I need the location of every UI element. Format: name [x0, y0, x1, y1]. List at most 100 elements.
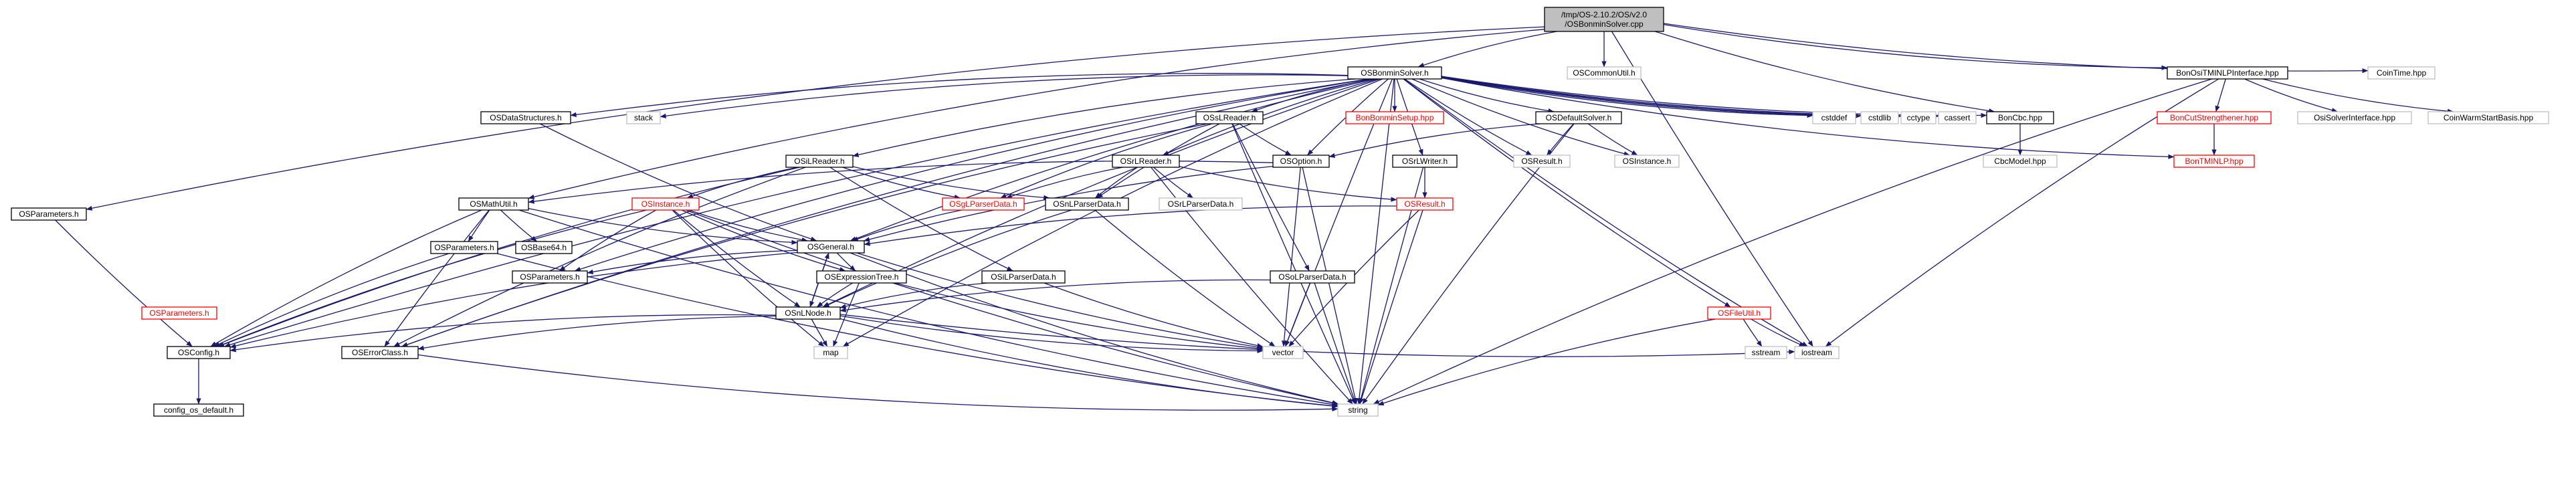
node-cstddef[interactable]: cstddef — [1812, 111, 1856, 124]
node-osresult_gray[interactable]: OSResult.h — [1513, 155, 1571, 168]
node-label: OSrLWriter.h — [1402, 157, 1448, 166]
node-label: BonTMINLP.hpp — [2185, 157, 2243, 166]
node-label: config_os_default.h — [164, 405, 233, 415]
edge-osilreader-to-osilparserdata — [829, 167, 1013, 272]
edge-osresult-to-osgeneral — [864, 205, 1397, 246]
edge-root-to-osparams_left — [86, 26, 1545, 211]
edge-osinstance-to-osconfig — [217, 209, 647, 347]
edge-bonminsolver-to-osfileutil — [1403, 78, 1731, 308]
node-osfileutil[interactable]: OSFileUtil.h — [1707, 306, 1771, 320]
node-label: BonCutStrengthener.hpp — [2170, 113, 2258, 122]
node-osgeneral[interactable]: OSGeneral.h — [797, 240, 865, 254]
node-osglparserdata[interactable]: OSgLParserData.h — [942, 197, 1025, 211]
node-box — [1337, 403, 1379, 417]
node-bonminsolver[interactable]: OSBonminSolver.h — [1347, 66, 1442, 80]
edge-osilreader-to-osnlparserdata — [852, 166, 1050, 200]
edge-bonminsolver-to-osnlnode — [822, 78, 1381, 308]
node-box — [1535, 111, 1622, 124]
node-osinstance[interactable]: OSInstance.h — [631, 197, 700, 211]
node-box — [2297, 111, 2412, 124]
node-osparameters_h[interactable]: OSParameters.h — [430, 241, 498, 254]
node-cbcmodel[interactable]: CbcModel.hpp — [1983, 155, 2058, 168]
node-osilreader[interactable]: OSiLReader.h — [785, 155, 854, 168]
node-box — [1112, 155, 1180, 168]
node-osmathutil[interactable]: OSMathUtil.h — [458, 197, 529, 211]
node-box — [2173, 155, 2255, 168]
edge-ososlparserdata-to-vector — [1284, 282, 1311, 347]
node-osoption[interactable]: OSOption.h — [1272, 155, 1330, 168]
node-osconfig[interactable]: OSConfig.h — [167, 346, 231, 359]
node-osbase64[interactable]: OSBase64.h — [515, 241, 573, 254]
node-map[interactable]: map — [813, 346, 848, 359]
node-cctype[interactable]: cctype — [1900, 111, 1937, 124]
node-oserrorclass[interactable]: OSErrorClass.h — [341, 346, 419, 359]
node-box — [1812, 111, 1856, 124]
node-string[interactable]: string — [1337, 403, 1379, 417]
node-box — [1983, 155, 2058, 168]
edge-osdatastructures-to-osgeneral — [540, 123, 817, 241]
edge-osslreader-to-osoption — [1239, 123, 1292, 156]
node-label: cassert — [1945, 113, 1971, 122]
node-box — [1045, 197, 1129, 211]
node-osparams_mid[interactable]: OSParameters.h — [512, 270, 588, 284]
node-boncbc[interactable]: BonCbc.hpp — [1986, 111, 2054, 124]
node-bonminsetup[interactable]: BonBonminSetup.hpp — [1345, 111, 1444, 124]
edge-bonminsolver-to-cstddef — [1441, 77, 1813, 118]
node-box — [153, 403, 244, 417]
node-box — [2167, 66, 2288, 80]
node-bontminlp[interactable]: BonTMINLP.hpp — [2173, 155, 2255, 168]
node-osnlnode[interactable]: OSnLNode.h — [775, 306, 841, 320]
node-stack[interactable]: stack — [626, 111, 661, 124]
node-osrlwriter[interactable]: OSrLWriter.h — [1392, 155, 1458, 168]
node-osrlparserdata[interactable]: OSrLParserData.h — [1159, 197, 1243, 211]
node-root[interactable]: /tmp/OS-2.10.2/OS/v2.0/OSBonminSolver.cp… — [1544, 7, 1664, 32]
edge-osexpressiontree-to-vector — [895, 282, 1264, 351]
node-osexpressiontree[interactable]: OSExpressionTree.h — [816, 270, 907, 284]
node-osrlreader[interactable]: OSrLReader.h — [1112, 155, 1180, 168]
edge-bonositmi-to-boncutstr — [2215, 78, 2226, 112]
node-iostream[interactable]: iostream — [1794, 346, 1840, 359]
node-label: OSInstance.h — [1623, 157, 1672, 166]
node-label: OsiSolverInterface.hpp — [2314, 113, 2395, 122]
edge-bonminsolver-to-cctype — [1441, 76, 1902, 119]
node-boncutstr[interactable]: BonCutStrengthener.hpp — [2157, 111, 2272, 124]
node-osparams_left[interactable]: OSParameters.h — [11, 207, 87, 221]
node-cstdlib[interactable]: cstdlib — [1860, 111, 1899, 124]
node-osslreader[interactable]: OSsLReader.h — [1195, 111, 1264, 124]
node-box — [512, 270, 588, 284]
edge-osilreader-to-osconfig — [217, 167, 800, 347]
node-config_os_default[interactable]: config_os_default.h — [153, 403, 244, 417]
node-cointime[interactable]: CoinTime.hpp — [2367, 66, 2436, 80]
edge-osgeneral-to-osexpressiontree — [836, 252, 856, 272]
node-osparams_red[interactable]: OSParameters.h — [141, 306, 217, 320]
edge-osilreader-to-osglparserdata — [842, 167, 961, 200]
node-sstream[interactable]: sstream — [1745, 346, 1787, 359]
node-osisolverif[interactable]: OsiSolverInterface.hpp — [2297, 111, 2412, 124]
node-cassert[interactable]: cassert — [1938, 111, 1977, 124]
node-osinstance_gray[interactable]: OSInstance.h — [1614, 155, 1680, 168]
node-bonositmi[interactable]: BonOsiTMINLPInterface.hpp — [2167, 66, 2288, 80]
edge-osnlnode-to-osconfig — [229, 314, 777, 353]
node-box — [141, 306, 217, 320]
node-box — [1347, 66, 1442, 80]
node-commonutil[interactable]: OSCommonUtil.h — [1567, 66, 1642, 80]
edge-osparams_left-to-osconfig — [55, 219, 193, 347]
node-osdefaultsolver[interactable]: OSDefaultSolver.h — [1535, 111, 1622, 124]
edge-osnlnode-to-oserrorclass — [417, 315, 777, 351]
node-ososlparserdata[interactable]: OSoLParserData.h — [1270, 270, 1355, 284]
node-box — [813, 346, 848, 359]
edge-osoption-to-vector — [1281, 167, 1301, 347]
node-osnlparserdata[interactable]: OSnLParserData.h — [1045, 197, 1129, 211]
node-osdatastructures[interactable]: OSDataStructures.h — [480, 111, 571, 124]
node-label: OSgLParserData.h — [949, 199, 1017, 209]
nodes-layer: /tmp/OS-2.10.2/OS/v2.0/OSBonminSolver.cp… — [11, 7, 2549, 417]
node-box — [11, 207, 87, 221]
node-osresult[interactable]: OSResult.h — [1396, 197, 1454, 211]
node-coinwarm[interactable]: CoinWarmStartBasis.hpp — [2428, 111, 2549, 124]
node-label: cstdlib — [1868, 113, 1891, 122]
node-vector[interactable]: vector — [1262, 346, 1304, 359]
node-label: OSParameters.h — [520, 272, 579, 282]
node-label: BonCbc.hpp — [1998, 113, 2042, 122]
node-osilparserdata[interactable]: OSiLParserData.h — [981, 270, 1066, 284]
node-box — [2428, 111, 2549, 124]
